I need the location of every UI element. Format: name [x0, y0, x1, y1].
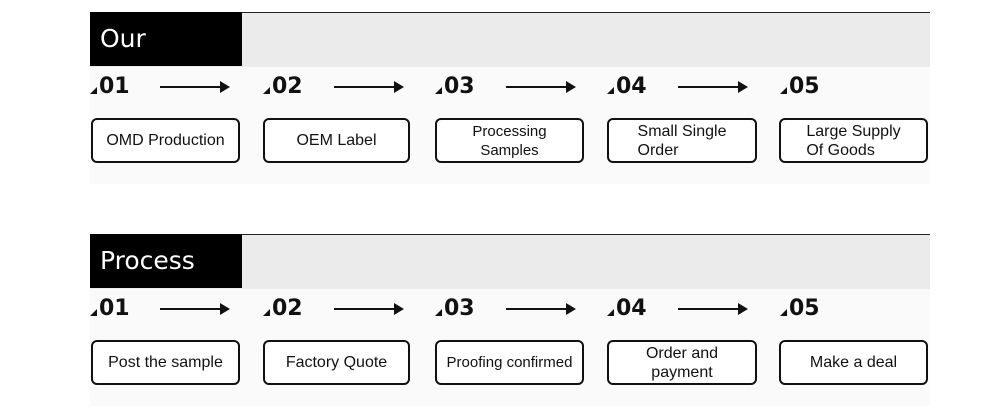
step-number: 04	[607, 294, 647, 324]
right-arrow-icon	[334, 81, 404, 93]
step-box: Order and payment	[607, 340, 757, 385]
step-box: Processing Samples	[435, 118, 584, 163]
step-number: 03	[435, 294, 475, 324]
step-box: Small Single Order	[607, 118, 757, 163]
step-box: Proofing confirmed	[435, 340, 584, 385]
section-title: Our Service	[90, 12, 242, 66]
right-arrow-icon	[160, 303, 230, 315]
right-arrow-icon	[160, 81, 230, 93]
corner-triangle-icon	[90, 86, 97, 94]
corner-triangle-icon	[607, 308, 614, 316]
right-arrow-icon	[506, 81, 576, 93]
right-arrow-icon	[506, 303, 576, 315]
right-arrow-icon	[678, 303, 748, 315]
right-arrow-icon	[678, 81, 748, 93]
corner-triangle-icon	[263, 86, 270, 94]
step-number: 03	[435, 72, 475, 102]
corner-triangle-icon	[780, 86, 787, 94]
step-number: 02	[263, 294, 303, 324]
step-box: Large Supply Of Goods	[779, 118, 928, 163]
step-box: Factory Quote	[263, 340, 410, 385]
corner-triangle-icon	[435, 308, 442, 316]
step-box: OMD Production	[91, 118, 240, 163]
corner-triangle-icon	[607, 86, 614, 94]
step-number: 02	[263, 72, 303, 102]
step-number: 01	[90, 294, 130, 324]
corner-triangle-icon	[780, 308, 787, 316]
corner-triangle-icon	[263, 308, 270, 316]
step-box: OEM Label	[263, 118, 410, 163]
step-box: Make a deal	[779, 340, 928, 385]
section-title: Process Flow	[90, 234, 242, 288]
right-arrow-icon	[334, 303, 404, 315]
step-number: 04	[607, 72, 647, 102]
step-number: 05	[780, 72, 820, 102]
step-number: 05	[780, 294, 820, 324]
step-box: Post the sample	[91, 340, 240, 385]
step-number: 01	[90, 72, 130, 102]
corner-triangle-icon	[90, 308, 97, 316]
corner-triangle-icon	[435, 86, 442, 94]
